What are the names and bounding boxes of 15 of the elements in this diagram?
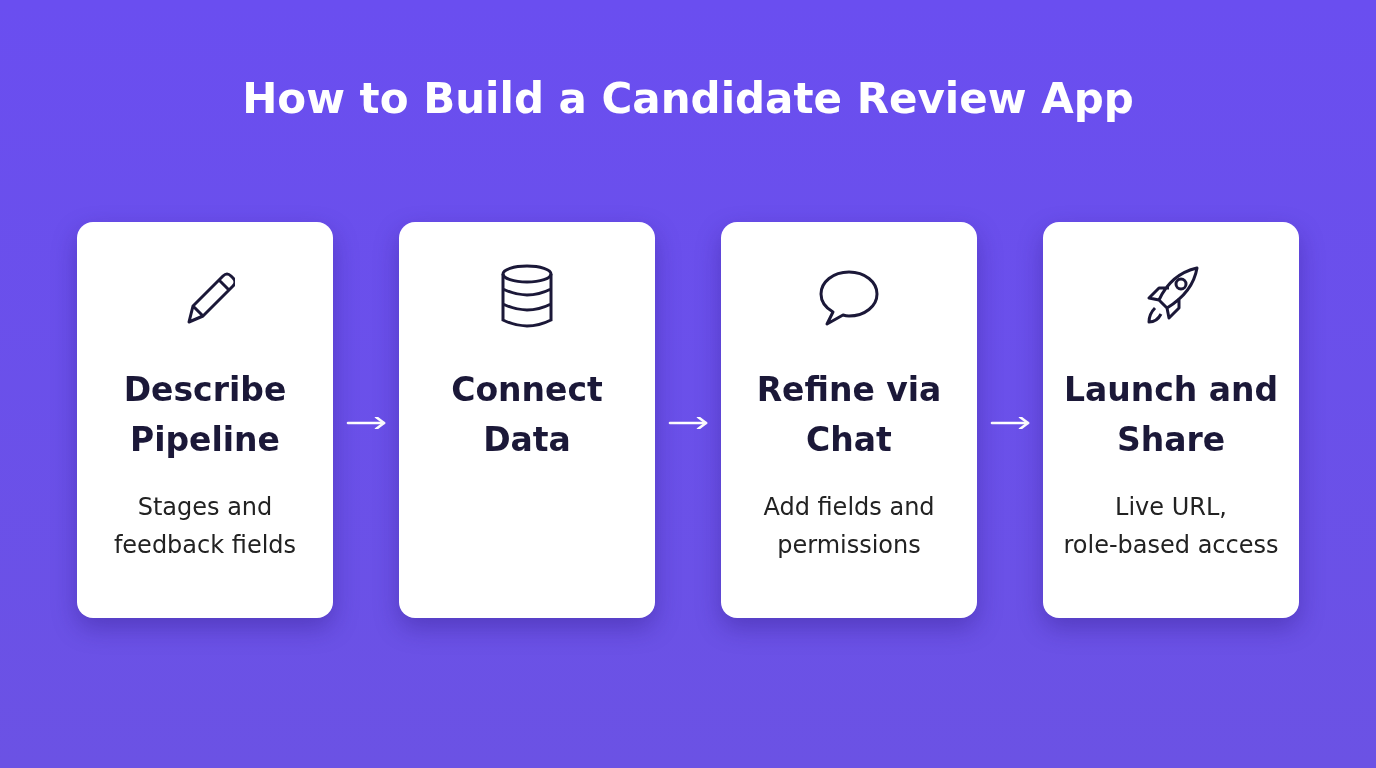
arrow [990,415,1030,431]
step-title: Refine via Chat [755,369,943,461]
step-card [721,222,977,618]
arrow [346,415,386,431]
step-title: Launch and Share [1062,369,1280,461]
arrow [668,415,708,431]
step-title: Describe Pipeline [122,369,288,461]
step-card [399,222,655,618]
step-description: Live URL, role-based access [1062,492,1280,561]
step-card [77,222,333,618]
title: How to Build a Candidate Review App [241,74,1135,123]
step-card [1043,222,1299,618]
step-title: Connect Data [450,369,604,461]
step-description: Stages and feedback fields [112,492,298,561]
step-description: Add fields and permissions [762,492,936,561]
